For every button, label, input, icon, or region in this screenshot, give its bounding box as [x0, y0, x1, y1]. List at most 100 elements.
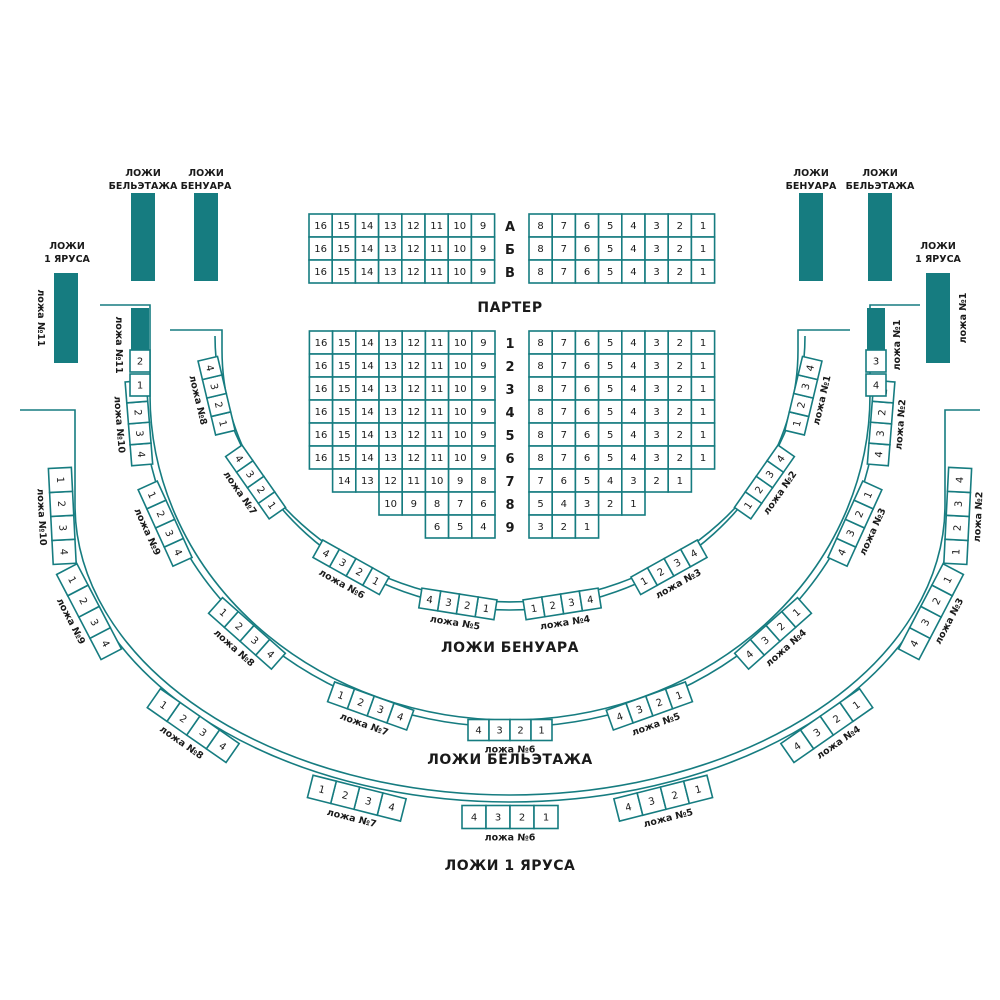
seat-row2-r-7[interactable]: 7 — [551, 353, 577, 378]
seat-row5-l-9[interactable]: 9 — [470, 422, 496, 447]
seat-front-Б-l-14[interactable]: 14 — [354, 236, 380, 261]
beletage-box-3-seat-1[interactable]: 1 — [207, 596, 240, 629]
seat-row7-l-8[interactable]: 8 — [470, 468, 496, 493]
seat-row8-l-10[interactable]: 10 — [378, 491, 404, 516]
seat-row9-l-6[interactable]: 6 — [424, 514, 450, 539]
seat-row1-r-7[interactable]: 7 — [551, 330, 577, 355]
beletage-box-7-seat-1[interactable]: 1 — [780, 596, 813, 629]
seat-row7-r-1[interactable]: 1 — [667, 468, 693, 493]
beletage-box-9-seat-4[interactable]: 4 — [866, 442, 891, 467]
seat-row1-l-16[interactable]: 16 — [308, 330, 334, 355]
yarus-box-1-seat-2[interactable]: 2 — [48, 490, 75, 518]
seat-row4-r-5[interactable]: 5 — [597, 399, 623, 424]
seat-row1-l-12[interactable]: 12 — [401, 330, 427, 355]
benuar-box-8-seat-1[interactable]: 1 — [783, 410, 810, 436]
benuar-box-5-seat-4[interactable]: 4 — [578, 587, 603, 612]
seat-front-А-l-10[interactable]: 10 — [447, 213, 473, 238]
seat-front-В-r-3[interactable]: 3 — [644, 259, 670, 284]
seat-row8-l-6[interactable]: 6 — [470, 491, 496, 516]
seat-front-А-r-6[interactable]: 6 — [574, 213, 600, 238]
seat-row7-l-10[interactable]: 10 — [424, 468, 450, 493]
beletage-box-8-seat-2[interactable]: 2 — [844, 499, 875, 530]
seat-row6-r-1[interactable]: 1 — [690, 445, 716, 470]
seat-row2-l-11[interactable]: 11 — [424, 353, 450, 378]
seat-front-Б-l-16[interactable]: 16 — [308, 236, 334, 261]
beletage-box-1-seat-2[interactable]: 2 — [125, 400, 151, 425]
seat-front-А-r-2[interactable]: 2 — [667, 213, 693, 238]
seat-front-А-l-11[interactable]: 11 — [424, 213, 450, 238]
seat-row6-l-13[interactable]: 13 — [378, 445, 404, 470]
seat-row6-l-15[interactable]: 15 — [331, 445, 357, 470]
seat-row3-l-9[interactable]: 9 — [470, 376, 496, 401]
seat-row8-r-5[interactable]: 5 — [528, 491, 554, 516]
seat-row4-r-7[interactable]: 7 — [551, 399, 577, 424]
seat-row4-r-4[interactable]: 4 — [620, 399, 646, 424]
seat-front-Б-l-9[interactable]: 9 — [470, 236, 496, 261]
benuar-box-7-seat-4[interactable]: 4 — [765, 444, 796, 474]
seat-row4-r-2[interactable]: 2 — [667, 399, 693, 424]
seat-row7-r-4[interactable]: 4 — [597, 468, 623, 493]
seat-row4-r-8[interactable]: 8 — [528, 399, 554, 424]
yarus-box-6-seat-1[interactable]: 1 — [682, 774, 714, 805]
seat-row9-l-5[interactable]: 5 — [447, 514, 473, 539]
seat-front-В-l-15[interactable]: 15 — [331, 259, 357, 284]
seat-row2-r-2[interactable]: 2 — [667, 353, 693, 378]
seat-front-В-r-4[interactable]: 4 — [620, 259, 646, 284]
seat-front-Б-l-15[interactable]: 15 — [331, 236, 357, 261]
yarus-box-8-seat-1[interactable]: 1 — [930, 562, 965, 597]
seat-row6-l-10[interactable]: 10 — [447, 445, 473, 470]
seat-row9-r-2[interactable]: 2 — [551, 514, 577, 539]
beletage-box-5-seat-1[interactable]: 1 — [530, 718, 553, 742]
seat-front-В-l-14[interactable]: 14 — [354, 259, 380, 284]
seat-row1-l-14[interactable]: 14 — [354, 330, 380, 355]
yarus-box-9-seat-3[interactable]: 3 — [945, 490, 972, 518]
seat-row3-r-3[interactable]: 3 — [644, 376, 670, 401]
seat-row2-r-1[interactable]: 1 — [690, 353, 716, 378]
seat-front-А-r-3[interactable]: 3 — [644, 213, 670, 238]
benuar-box-8-seat-2[interactable]: 2 — [788, 392, 815, 418]
seat-row5-r-1[interactable]: 1 — [690, 422, 716, 447]
seat-front-А-l-12[interactable]: 12 — [400, 213, 426, 238]
yarus-box-6-seat-2[interactable]: 2 — [659, 780, 691, 811]
seat-row4-l-12[interactable]: 12 — [401, 399, 427, 424]
seat-row8-l-8[interactable]: 8 — [424, 491, 450, 516]
seat-front-В-l-10[interactable]: 10 — [447, 259, 473, 284]
seat-row3-l-10[interactable]: 10 — [447, 376, 473, 401]
seat-row2-l-15[interactable]: 15 — [331, 353, 357, 378]
seat-front-А-r-4[interactable]: 4 — [620, 213, 646, 238]
benuar-box-2-seat-4[interactable]: 4 — [224, 444, 255, 474]
seat-row8-l-7[interactable]: 7 — [447, 491, 473, 516]
seat-row4-r-3[interactable]: 3 — [644, 399, 670, 424]
seat-front-Б-r-5[interactable]: 5 — [597, 236, 623, 261]
seat-row3-r-8[interactable]: 8 — [528, 376, 554, 401]
seat-front-В-l-12[interactable]: 12 — [400, 259, 426, 284]
seat-row1-l-13[interactable]: 13 — [378, 330, 404, 355]
benuar-box-5-seat-3[interactable]: 3 — [559, 590, 584, 615]
seat-front-Б-r-3[interactable]: 3 — [644, 236, 670, 261]
seat-row9-r-3[interactable]: 3 — [528, 514, 554, 539]
seat-row5-l-13[interactable]: 13 — [378, 422, 404, 447]
seat-front-Б-l-11[interactable]: 11 — [424, 236, 450, 261]
yarus-box-2-seat-3[interactable]: 3 — [77, 605, 112, 640]
seat-row4-l-16[interactable]: 16 — [308, 399, 334, 424]
seat-front-Б-r-4[interactable]: 4 — [620, 236, 646, 261]
beletage-box-9-seat-3[interactable]: 3 — [868, 421, 893, 446]
beletage-box-2-seat-1[interactable]: 1 — [137, 479, 167, 510]
seat-row5-r-4[interactable]: 4 — [620, 422, 646, 447]
yarus-box-9-seat-4[interactable]: 4 — [946, 466, 973, 494]
beletage-box-5-seat-2[interactable]: 2 — [509, 718, 532, 742]
seat-row5-l-15[interactable]: 15 — [331, 422, 357, 447]
seat-front-В-r-5[interactable]: 5 — [597, 259, 623, 284]
seat-row2-l-10[interactable]: 10 — [447, 353, 473, 378]
seat-front-А-r-7[interactable]: 7 — [551, 213, 577, 238]
seat-row4-r-1[interactable]: 1 — [690, 399, 716, 424]
seat-front-А-l-14[interactable]: 14 — [354, 213, 380, 238]
seat-row7-r-3[interactable]: 3 — [620, 468, 646, 493]
benuar-box-8-seat-4[interactable]: 4 — [797, 355, 823, 381]
seat-row3-r-5[interactable]: 5 — [597, 376, 623, 401]
yarus-box-9-seat-1[interactable]: 1 — [942, 538, 969, 566]
